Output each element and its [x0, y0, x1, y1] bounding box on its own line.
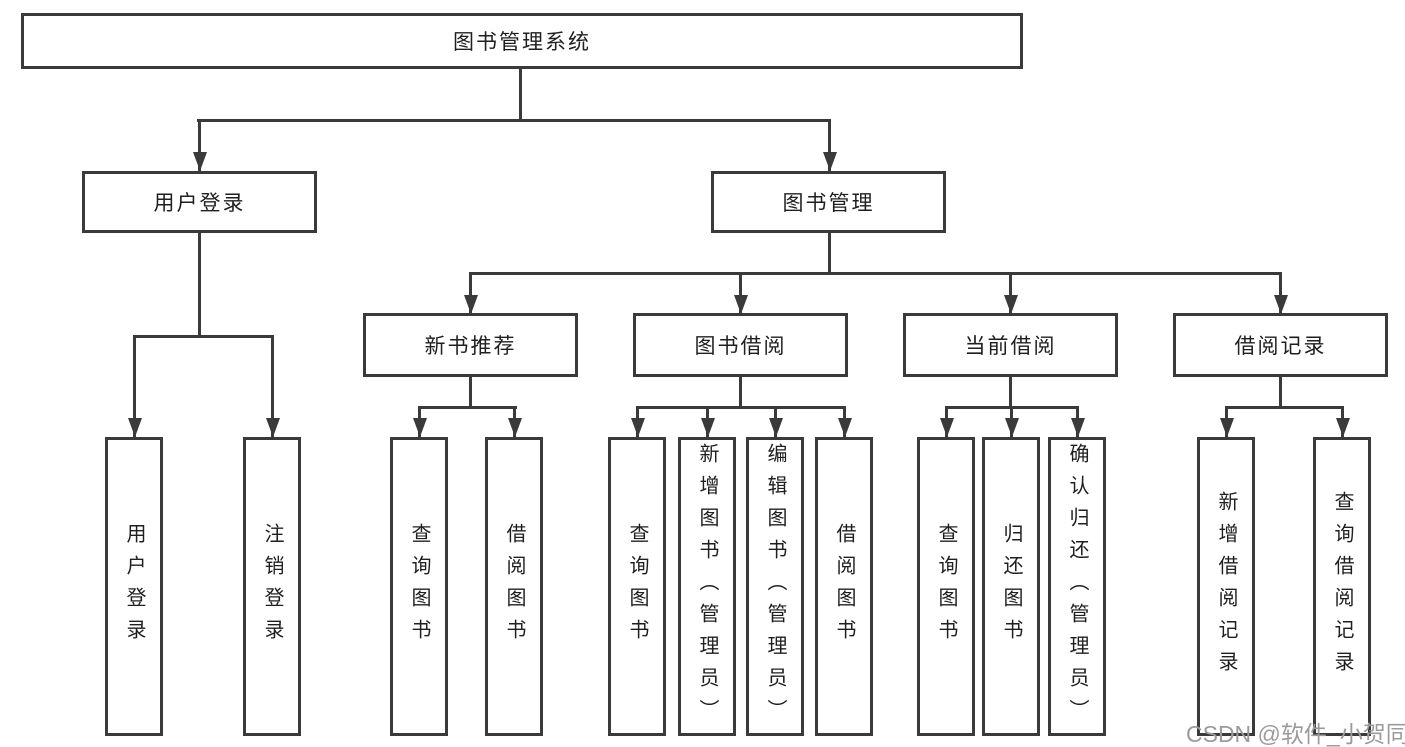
connector-new-book-branch — [418, 406, 517, 409]
leaf-add-borrow-record: 新增借阅记录 — [1197, 437, 1255, 736]
arrow-to-borrow-records — [1273, 273, 1288, 314]
arrow-to-leaf-add-books — [700, 407, 715, 437]
arrow-to-leaf-query-books-b — [630, 407, 645, 437]
arrow-to-leaf-edit-books — [768, 407, 783, 437]
connector-root-branch — [197, 119, 831, 122]
arrow-to-book-management — [822, 120, 837, 171]
leaf-label: 借阅图书 — [503, 522, 525, 651]
connector-borrow-records-branch — [1225, 406, 1344, 409]
arrow-to-leaf-query-books-a — [412, 407, 427, 437]
node-user-login: 用户登录 — [82, 171, 317, 233]
arrow-to-user-login — [192, 120, 207, 171]
node-label: 图书借阅 — [694, 335, 787, 358]
node-library-management-system: 图书管理系统 — [21, 13, 1023, 69]
leaf-label: 查询图书 — [626, 522, 648, 651]
connector-new-book-stem — [469, 377, 472, 408]
leaf-label: 新增图书（管理员） — [696, 442, 718, 731]
connector-user-login-branch — [133, 335, 274, 338]
node-current-borrow: 当前借阅 — [903, 313, 1118, 377]
arrow-to-leaf-user-login — [127, 336, 142, 437]
arrow-to-book-borrow — [733, 273, 748, 314]
arrow-to-leaf-borrow-books-b — [837, 407, 852, 437]
leaf-logout: 注销登录 — [243, 437, 301, 736]
leaf-label: 借阅图书 — [833, 522, 855, 651]
arrow-to-new-book-recommend — [463, 273, 478, 314]
node-new-book-recommend: 新书推荐 — [363, 313, 578, 377]
watermark: CSDN @软件_小贺同学 — [1186, 721, 1405, 747]
leaf-borrow-books-a: 借阅图书 — [485, 437, 543, 736]
leaf-label: 查询图书 — [935, 522, 957, 651]
leaf-borrow-books-b: 借阅图书 — [815, 437, 873, 736]
leaf-label: 归还图书 — [1000, 522, 1022, 651]
arrow-to-leaf-return-books — [1004, 407, 1019, 437]
leaf-edit-books-admin: 编辑图书（管理员） — [746, 437, 804, 736]
arrow-to-leaf-logout — [265, 336, 280, 437]
arrow-to-leaf-query-borrow-record — [1335, 407, 1350, 437]
leaf-user-login: 用户登录 — [105, 437, 163, 736]
leaf-add-books-admin: 新增图书（管理员） — [678, 437, 736, 736]
connector-book-borrow-stem — [739, 377, 742, 408]
leaf-confirm-return-admin: 确认归还（管理员） — [1048, 437, 1106, 736]
node-book-management: 图书管理 — [711, 171, 946, 233]
connector-current-borrow-stem — [1009, 377, 1012, 408]
leaf-query-books-a: 查询图书 — [390, 437, 448, 736]
leaf-label: 查询借阅记录 — [1331, 490, 1353, 683]
leaf-label: 新增借阅记录 — [1215, 490, 1237, 683]
node-label: 用户登录 — [153, 192, 246, 215]
node-borrow-records: 借阅记录 — [1173, 313, 1388, 377]
node-label: 借阅记录 — [1234, 335, 1327, 358]
connector-root-stem — [519, 69, 522, 121]
leaf-label: 确认归还（管理员） — [1066, 442, 1088, 731]
arrow-to-leaf-add-borrow-record — [1219, 407, 1234, 437]
node-label: 新书推荐 — [424, 335, 517, 358]
arrow-to-leaf-query-books-c — [939, 407, 954, 437]
arrow-to-leaf-confirm-return — [1070, 407, 1085, 437]
connector-book-borrow-branch — [636, 406, 846, 409]
leaf-return-books: 归还图书 — [982, 437, 1040, 736]
leaf-label: 用户登录 — [123, 522, 145, 651]
node-label: 图书管理 — [782, 192, 875, 215]
node-book-borrow: 图书借阅 — [633, 313, 848, 377]
connector-borrow-records-stem — [1279, 377, 1282, 408]
leaf-query-borrow-record: 查询借阅记录 — [1313, 437, 1371, 736]
leaf-label: 注销登录 — [261, 522, 283, 651]
leaf-query-books-c: 查询图书 — [917, 437, 975, 736]
connector-book-management-branch — [469, 272, 1282, 275]
leaf-query-books-b: 查询图书 — [608, 437, 666, 736]
node-label: 图书管理系统 — [453, 31, 591, 54]
leaf-label: 编辑图书（管理员） — [764, 442, 786, 731]
connector-book-management-stem — [828, 233, 831, 274]
arrow-to-current-borrow — [1003, 273, 1018, 314]
connector-user-login-stem — [198, 233, 201, 337]
leaf-label: 查询图书 — [408, 522, 430, 651]
arrow-to-leaf-borrow-books-a — [507, 407, 522, 437]
node-label: 当前借阅 — [964, 335, 1057, 358]
